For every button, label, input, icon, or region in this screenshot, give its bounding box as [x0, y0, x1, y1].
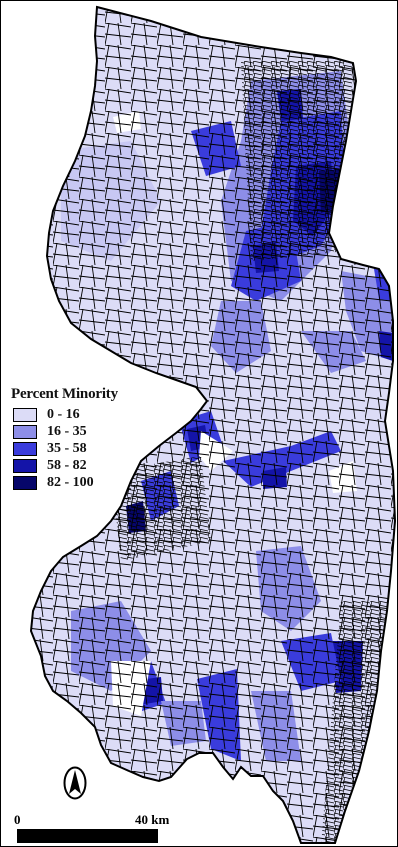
legend-label: 0 - 16: [47, 406, 80, 422]
legend-swatch: [13, 441, 37, 456]
map-legend: Percent Minority 0 - 16 16 - 35 35 - 58 …: [11, 386, 161, 491]
legend-label: 58 - 82: [47, 457, 87, 473]
legend-swatch: [13, 424, 37, 439]
legend-swatch: [13, 407, 37, 422]
legend-swatch: [13, 458, 37, 473]
scale-end-label: 40 km: [135, 812, 170, 827]
dense-boundaries-camden: [111, 456, 211, 561]
legend-item: 16 - 35: [11, 423, 161, 440]
legend-label: 82 - 100: [47, 474, 94, 490]
legend-item: 82 - 100: [11, 474, 161, 491]
legend-label: 35 - 58: [47, 440, 87, 456]
legend-title: Percent Minority: [11, 386, 118, 402]
dense-boundaries-north: [241, 61, 353, 261]
legend-item: 0 - 16: [11, 406, 161, 423]
legend-swatch: [13, 475, 37, 490]
legend-label: 16 - 35: [47, 423, 87, 439]
scale-start-label: 0: [14, 812, 21, 827]
legend-item: 35 - 58: [11, 440, 161, 457]
north-arrow-icon: [63, 766, 87, 800]
scale-bar: [17, 829, 158, 843]
legend-item: 58 - 82: [11, 457, 161, 474]
